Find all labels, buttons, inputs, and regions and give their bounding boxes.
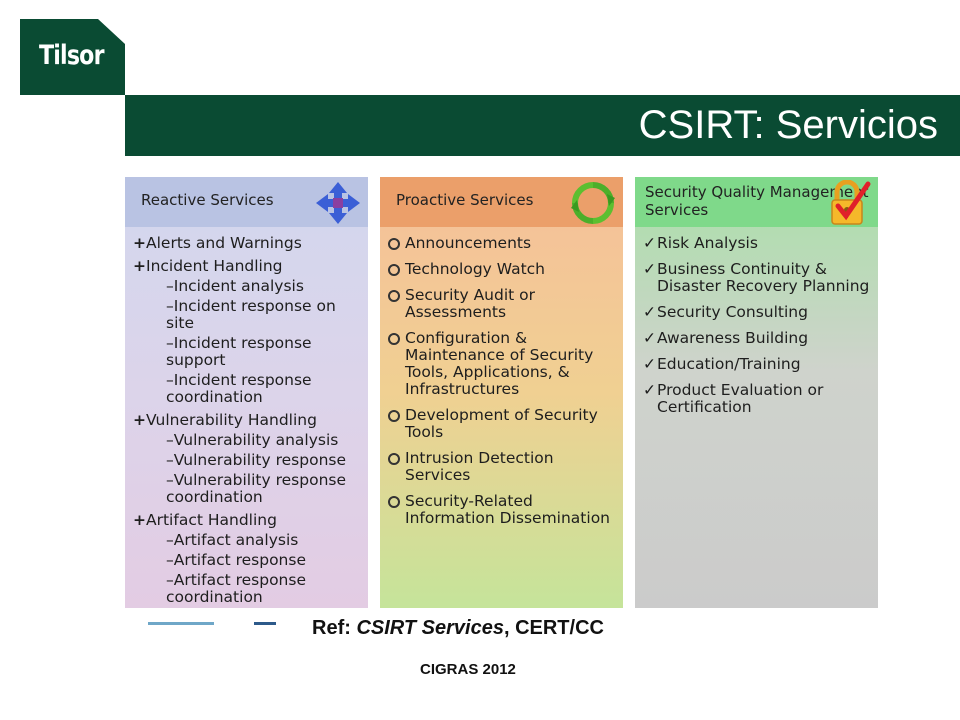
sub-list-item: –Vulnerability response (166, 451, 346, 469)
quality-management-column: Security Quality Management Services ✓Ri… (635, 177, 878, 608)
list-item: ✓Risk Analysis (643, 235, 874, 252)
list-item: Configuration & Maintenance of Security … (388, 330, 619, 398)
ring-bullet-icon (388, 453, 400, 465)
list-item: Intrusion Detection Services (388, 450, 619, 484)
checkmark-icon: ✓ (643, 381, 656, 399)
list-item-text: Technology Watch (405, 260, 546, 278)
list-item: +Incident Handling–Incident analysis–Inc… (133, 258, 364, 406)
sub-list-item: –Artifact response (166, 551, 306, 569)
ring-bullet-icon (388, 264, 400, 276)
list-item-text: Development of Security Tools (405, 406, 598, 441)
sub-list: –Incident analysis –Incident response on … (146, 278, 364, 406)
sub-list-item: –Incident response coordination (166, 371, 312, 406)
slide-title: CSIRT: Servicios (638, 103, 938, 147)
checkmark-icon: ✓ (643, 234, 656, 252)
sub-list-item: –Incident response support (166, 334, 312, 369)
checkmark-icon: ✓ (643, 329, 656, 347)
quality-management-header: Security Quality Management Services (635, 177, 878, 227)
reactive-services-list: +Alerts and Warnings+Incident Handling–I… (133, 235, 364, 608)
padlock-checkmark-icon (831, 180, 871, 225)
list-item: ✓Product Evaluation or Certification (643, 382, 874, 416)
plus-bullet-icon: + (133, 511, 146, 529)
list-item: ✓Education/Training (643, 356, 874, 373)
quality-management-heading: Security Quality Management Services (645, 183, 869, 219)
sub-list-item: –Vulnerability response coordination (166, 471, 346, 506)
list-item-text: Alerts and Warnings (146, 234, 302, 252)
reactive-services-heading: Reactive Services (141, 191, 274, 209)
sub-list-item: –Artifact response coordination (166, 571, 306, 606)
ring-bullet-icon (388, 410, 400, 422)
quality-management-list: ✓Risk Analysis✓Business Continuity & Dis… (643, 235, 874, 425)
ring-bullet-icon (388, 333, 400, 345)
list-item: ✓Business Continuity & Disaster Recovery… (643, 261, 874, 295)
list-item: +Vulnerability Handling –Vulnerability an… (133, 412, 364, 506)
checkmark-icon: ✓ (643, 260, 656, 278)
list-item-text: Artifact Handling (146, 511, 277, 529)
four-way-arrows-icon (316, 182, 360, 224)
list-item-text: Security Consulting (657, 303, 808, 321)
list-item-text: Announcements (405, 234, 532, 252)
reference-caption: Ref: CSIRT Services, CERT/CC (312, 617, 604, 639)
ring-bullet-icon (388, 496, 400, 508)
cycle-arrows-icon (571, 182, 615, 224)
checkmark-icon: ✓ (643, 303, 656, 321)
proactive-services-heading: Proactive Services (396, 191, 534, 209)
tilsor-logo: Tilsor (20, 19, 125, 95)
list-item-text: Education/Training (657, 355, 801, 373)
sub-list-item: –Artifact analysis (166, 531, 299, 549)
list-item: ✓Security Consulting (643, 304, 874, 321)
list-item: Security Audit or Assessments (388, 287, 619, 321)
list-item: +Alerts and Warnings (133, 235, 364, 252)
plus-bullet-icon: + (133, 234, 146, 252)
list-item-text: Configuration & Maintenance of Security … (405, 329, 594, 398)
list-item-text: Security Audit or Assessments (405, 286, 536, 321)
sub-list: –Vulnerability analysis –Vulnerability re… (146, 432, 364, 506)
logo-text: Tilsor (39, 40, 104, 71)
ring-bullet-icon (388, 238, 400, 250)
sub-list: –Artifact analysis –Artifact response –Art… (146, 532, 364, 606)
reactive-services-column: Reactive Services +Alerts and Warnings+I… (125, 177, 368, 608)
reactive-services-header: Reactive Services (125, 177, 368, 227)
list-item: +Artifact Handling–Artifact analysis–Art… (133, 512, 364, 606)
list-item: Development of Security Tools (388, 407, 619, 441)
list-item-text: Product Evaluation or Certification (657, 381, 824, 416)
list-item: Announcements (388, 235, 619, 252)
list-item-text: Vulnerability Handling (146, 411, 317, 429)
sub-list-item: –Incident response on site (166, 297, 336, 332)
footer-text: CIGRAS 2012 (420, 661, 516, 678)
checkmark-icon: ✓ (643, 355, 656, 373)
proactive-services-header: Proactive Services (380, 177, 623, 227)
list-item: Technology Watch (388, 261, 619, 278)
list-item-text: Awareness Building (657, 329, 809, 347)
sub-list-item: –Vulnerability analysis (166, 431, 339, 449)
list-item-text: Business Continuity & Disaster Recovery … (657, 260, 870, 295)
plus-bullet-icon: + (133, 411, 146, 429)
list-item-text: Incident Handling (146, 257, 283, 275)
list-item-text: Intrusion Detection Services (405, 449, 554, 484)
ring-bullet-icon (388, 290, 400, 302)
list-item-text: Security-Related Information Disseminati… (405, 492, 610, 527)
plus-bullet-icon: + (133, 257, 146, 275)
list-item-text: Risk Analysis (657, 234, 758, 252)
sub-list-item: –Incident analysis (166, 277, 304, 295)
faint-source-line (148, 622, 214, 625)
title-bar: CSIRT: Servicios (125, 95, 960, 156)
list-item: ✓Awareness Building (643, 330, 874, 347)
list-item: Security-Related Information Disseminati… (388, 493, 619, 527)
faint-source-line (254, 622, 276, 625)
